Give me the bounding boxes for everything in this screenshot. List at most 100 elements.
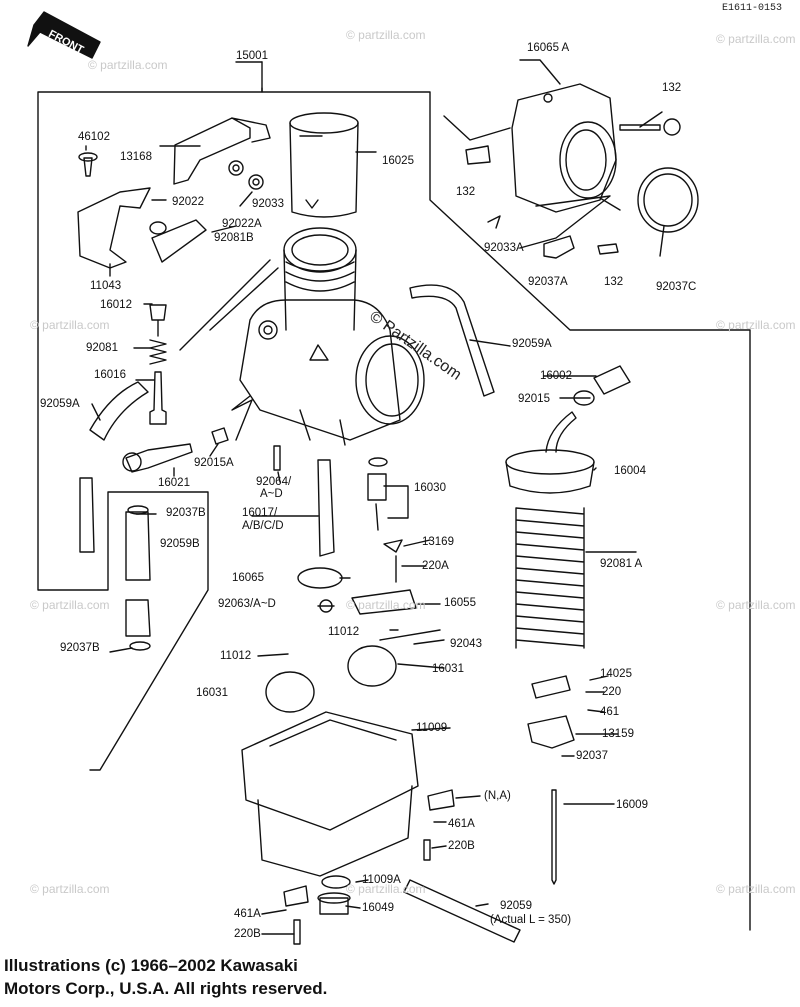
- callout-92033: 92033: [252, 198, 284, 210]
- callout-220b: 220B: [448, 840, 475, 852]
- callout-92059a-left: 92059A: [40, 398, 80, 410]
- cover-16065a-icon: [511, 83, 617, 213]
- hose-92059a-left-icon: [79, 381, 149, 553]
- callout-92081b: 92081B: [214, 232, 254, 244]
- bracket-11043-icon: [77, 187, 151, 269]
- drain-hose-92059-icon: [403, 879, 521, 943]
- clamp-band-icon: [637, 167, 699, 233]
- watermark: © partzilla.com: [346, 28, 426, 42]
- callout-16065a: 16065 A: [527, 42, 570, 54]
- callout-92064: 92064/: [256, 476, 292, 488]
- callout-16030: 16030: [414, 482, 446, 494]
- callout-16065: 16065: [232, 572, 264, 584]
- watermark: © partzilla.com: [88, 58, 168, 72]
- float-16031-left-icon: [265, 671, 315, 713]
- callout-92022: 92022: [172, 196, 204, 208]
- watermark: © partzilla.com: [346, 882, 426, 896]
- callout-16017-range: A/B/C/D: [242, 520, 284, 532]
- callout-14025: 14025: [600, 668, 632, 680]
- callout-92022a: 92022A: [222, 218, 262, 230]
- screw-92064-icon: [273, 445, 281, 471]
- callout-92081a: 92081 A: [600, 558, 643, 570]
- callout-132: 132: [662, 82, 682, 94]
- pilot-screw-16016-icon: [149, 371, 167, 425]
- spring-92081-icon: [149, 339, 167, 365]
- retainer-14025-icon: [531, 675, 571, 699]
- callout-11043: 11043: [90, 280, 122, 292]
- callout-92059a-top: 92059A: [512, 338, 552, 350]
- watermark: © partzilla.com: [30, 882, 110, 896]
- callout-16031: 16031: [196, 687, 228, 699]
- callout-461: 461: [600, 706, 620, 718]
- watermark: © partzilla.com: [30, 598, 110, 612]
- callout-92037b-lower: 92037B: [60, 642, 100, 654]
- callout-16049: 16049: [362, 902, 394, 914]
- callout-16016: 16016: [94, 369, 126, 381]
- callout-92059: 92059: [500, 900, 532, 912]
- screw-16012-icon: [149, 304, 167, 337]
- callout-11012: 11012: [328, 626, 360, 638]
- pin-92043-icon: [379, 629, 441, 641]
- needle-16009-icon: [551, 789, 557, 885]
- callout-92059b: 92059B: [160, 538, 200, 550]
- watermark: © partzilla.com: [716, 882, 796, 896]
- nut-92015a-icon: [211, 427, 229, 445]
- float-16031-right-icon: [347, 645, 397, 687]
- copyright-line-2: Motors Corp., U.S.A. All rights reserved…: [4, 979, 328, 998]
- callout-15001: 15001: [236, 50, 268, 62]
- clip-13169-icon: [383, 539, 403, 553]
- callout-actual-length: (Actual L = 350): [490, 914, 572, 926]
- callout-220b-lower: 220B: [234, 928, 261, 940]
- figure-ref-code: E1611-0153: [721, 3, 782, 14]
- bolt-132-small-icon: [597, 243, 619, 255]
- needle-jet-16017-icon: [317, 459, 335, 557]
- bolt-220b-bottom-icon: [293, 919, 301, 945]
- callout-461a: 461A: [448, 818, 475, 830]
- link-92081b-icon: [151, 219, 207, 263]
- callout-92037: 92037: [576, 750, 608, 762]
- callout-92033a: 92033A: [484, 242, 524, 254]
- callout-16025: 16025: [382, 155, 414, 167]
- watermark: © partzilla.com: [716, 318, 796, 332]
- callout-92043: 92043: [450, 638, 482, 650]
- copyright-line-1: Illustrations (c) 1966–2002 Kawasaki: [4, 956, 298, 975]
- link-92037a-icon: [543, 235, 575, 259]
- callout-220a: 220A: [422, 560, 449, 572]
- hose-92059a-right-icon: [409, 284, 495, 397]
- callout-92037b: 92037B: [166, 507, 206, 519]
- spring-92081a-icon: [515, 507, 585, 649]
- callout-132: 132: [604, 276, 624, 288]
- callout-13168: 13168: [120, 151, 152, 163]
- plate-13159-icon: [527, 715, 575, 749]
- cable-holder-icon: [173, 117, 271, 185]
- front-arrow-icon: [27, 11, 101, 59]
- callout-16002: 16002: [540, 370, 572, 382]
- callout-13169: 13169: [422, 536, 454, 548]
- callout-92081: 92081: [86, 342, 118, 354]
- callout-13159: 13159: [602, 728, 634, 740]
- jet-holder-16065-icon: [297, 567, 343, 589]
- bolt-132-left-icon: [465, 145, 491, 165]
- hose-92059b-icon: [125, 511, 151, 637]
- callout-92064-range: A~D: [260, 488, 283, 500]
- float-valve-16030-icon: [367, 473, 387, 531]
- callout-16004: 16004: [614, 465, 646, 477]
- top-cap-16004-icon: [505, 411, 595, 494]
- callout-92015a: 92015A: [194, 457, 234, 469]
- clip-92033a-icon: [487, 215, 501, 229]
- callout-16021: 16021: [158, 477, 190, 489]
- callout-461a-lower: 461A: [234, 908, 261, 920]
- callout-92015: 92015: [518, 393, 550, 405]
- copyright-notice: Illustrations (c) 1966–2002 Kawasaki Mot…: [4, 954, 327, 1000]
- bolt-220b-icon: [423, 839, 431, 861]
- callout-92063: 92063/A~D: [218, 598, 276, 610]
- watermark: © partzilla.com: [30, 318, 110, 332]
- watermark: © partzilla.com: [716, 598, 796, 612]
- sleeve-16025-icon: [289, 112, 359, 218]
- callout-11009a: 11009A: [362, 874, 401, 886]
- callout-16031: 16031: [432, 663, 464, 675]
- plate-461a-bottom-icon: [283, 885, 309, 907]
- callout-132: 132: [456, 186, 476, 198]
